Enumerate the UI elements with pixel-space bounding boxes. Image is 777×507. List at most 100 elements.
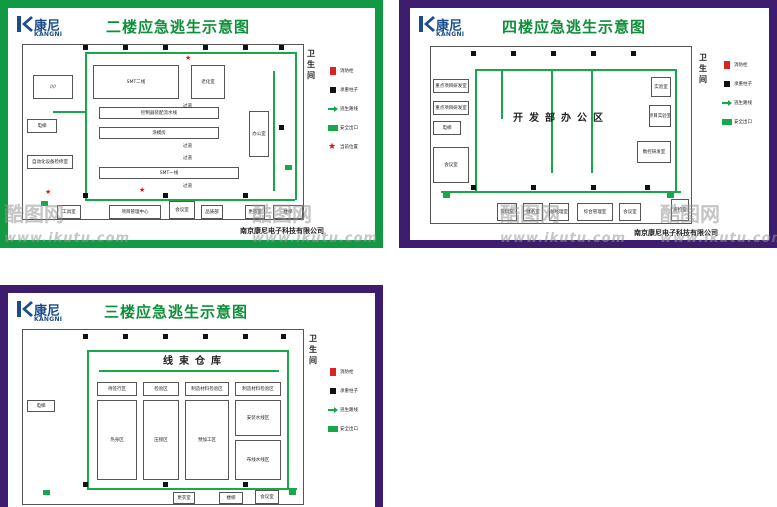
- room-elevator: 电梯: [433, 121, 461, 135]
- legend: 消防栓 承重柱子 逃生路线 安全出口: [328, 367, 366, 443]
- zone-warmup: 热身区: [97, 400, 137, 480]
- floor3-plan: 线束仓库 待签行区 检验区 制造材料检验区 制造材料检验区 热身区 压接区 预加…: [22, 329, 304, 505]
- exit-icon: [328, 125, 338, 131]
- legend: 消防栓 承重柱子 逃生路线 安全出口 ★当前位置: [328, 67, 358, 152]
- exit-icon: [722, 119, 732, 125]
- brand-name-en: KANGNI: [34, 31, 63, 38]
- room-hatched: ////: [33, 75, 73, 99]
- brand-name-cn: 康尼: [436, 19, 463, 34]
- current-position-icon: ★: [45, 188, 52, 196]
- room-ceo: 总经理室: [549, 203, 569, 221]
- fire-hydrant-icon: [330, 368, 336, 376]
- restroom-label: 卫生间: [309, 334, 317, 365]
- zone-wiring-line: 布线水线区: [235, 440, 281, 480]
- escape-route-icon: [722, 100, 732, 106]
- zone-crimping: 压接区: [143, 400, 179, 480]
- room-finance: 财务室: [523, 203, 543, 221]
- room-smt2: SMT二线: [93, 65, 179, 99]
- room-controller-line: 控制器装配流水线: [99, 107, 219, 119]
- zone-assembly-line: 安装水线区: [235, 400, 281, 436]
- kangni-logo-icon: [419, 16, 435, 32]
- floor4-board: 康尼 KANGNI 四楼应急逃生示意图 开发部办公区 重点项目研发室 重点项目研…: [399, 0, 777, 248]
- room-locker: 更衣室: [173, 492, 195, 504]
- brand-name-en: KANGNI: [436, 31, 465, 38]
- room-qc: 质检室: [671, 199, 689, 221]
- room-lab: 实验室: [651, 77, 671, 97]
- fire-hydrant-icon: [330, 67, 336, 75]
- room-stairs: 楼梯: [219, 492, 243, 504]
- exit-sign-icon: [443, 193, 450, 198]
- floor3-board: 康尼 KANGNI 三楼应急逃生示意图 线束仓库 待签行区 检验区 制造材料检验…: [0, 285, 383, 507]
- exit-sign-icon: [41, 201, 48, 206]
- room-smt1: SMT一线: [99, 167, 239, 179]
- floor4-plan: 开发部办公区 重点项目研发室 重点项目研发室 电梯 会议室 实验室 项目实验室 …: [430, 46, 692, 224]
- watermark: 酷图网 www.ikutu.com: [4, 202, 131, 246]
- room-cnc: 数控研发室: [637, 141, 671, 163]
- room-meeting: 会议室: [169, 201, 195, 219]
- floor2-panel: 康尼 KANGNI 二楼应急逃生示意图 SMT二线 老化室 控制器装配流水线 涂…: [8, 8, 375, 240]
- brand-logo: 康尼 KANGNI: [16, 299, 72, 325]
- brand-name-cn: 康尼: [34, 304, 61, 319]
- floor2-title: 二楼应急逃生示意图: [106, 18, 251, 36]
- current-position-icon: ★: [185, 54, 192, 62]
- room-elevator: 电梯: [27, 400, 55, 412]
- company-name: 南京康尼电子科技有限公司: [240, 227, 324, 235]
- room-stairs: 楼梯: [273, 205, 303, 219]
- floor2-plan: SMT二线 老化室 控制器装配流水线 涂模房 SMT一线 办公室 //// 电梯…: [22, 44, 304, 220]
- room-tools: 工具室: [57, 205, 81, 219]
- room-rd1: 重点项目研发室: [433, 79, 469, 93]
- dev-office-area: 开发部办公区: [513, 113, 609, 124]
- brand-logo: 康尼 KANGNI: [16, 14, 72, 40]
- escape-route-icon: [328, 407, 338, 413]
- room-meeting: 会议室: [433, 147, 469, 183]
- pillar-icon: [724, 81, 730, 87]
- star-icon: ★: [328, 142, 337, 152]
- legend: 消防栓 承重柱子 逃生路线 安全出口: [722, 60, 760, 136]
- exit-icon: [328, 426, 338, 432]
- aisle-label: 过道: [183, 104, 192, 109]
- room-archive: 资料室: [497, 203, 517, 221]
- room-quality: 品质部: [201, 205, 223, 219]
- floor2-board: 康尼 KANGNI 二楼应急逃生示意图 SMT二线 老化室 控制器装配流水线 涂…: [0, 0, 383, 248]
- room-admin: 综合管理室: [577, 203, 613, 221]
- floor3-title: 三楼应急逃生示意图: [104, 303, 249, 321]
- exit-sign-icon: [285, 165, 292, 170]
- zone-inspection: 检验区: [143, 382, 179, 396]
- kangni-logo-icon: [17, 16, 33, 32]
- zone-preprocess: 预加工区: [185, 400, 229, 480]
- wire-harness-warehouse: 线束仓库: [163, 356, 227, 367]
- aisle-label: 过道: [183, 184, 192, 189]
- room-rd2: 重点项目研发室: [433, 101, 469, 115]
- room-locker: 更衣室: [245, 205, 265, 219]
- room-coating: 涂模房: [99, 127, 219, 139]
- fire-hydrant-icon: [724, 61, 730, 69]
- brand-name-en: KANGNI: [34, 316, 63, 323]
- brand-name-cn: 康尼: [34, 19, 61, 34]
- floor4-panel: 康尼 KANGNI 四楼应急逃生示意图 开发部办公区 重点项目研发室 重点项目研…: [410, 8, 769, 240]
- watermark: 酷图网 www.ikutu.com: [252, 202, 379, 246]
- zone-material-check-1: 制造材料检验区: [185, 382, 229, 396]
- room-elevator: 电梯: [27, 119, 57, 133]
- room-office: 办公室: [249, 111, 269, 157]
- zone-material-check-2: 制造材料检验区: [235, 382, 281, 396]
- escape-route-icon: [328, 106, 338, 112]
- room-repair: 自动化设备检修室: [27, 155, 73, 169]
- aisle-label: 过道: [183, 156, 192, 161]
- floor4-title: 四楼应急逃生示意图: [502, 18, 647, 36]
- watermark: 酷图网 www.ikutu.com: [500, 202, 627, 246]
- exit-sign-icon: [43, 490, 50, 495]
- exit-sign-icon: [289, 490, 296, 495]
- room-project-lab: 项目实验室: [649, 105, 671, 127]
- zone-pending: 待签行区: [97, 382, 137, 396]
- pillar-icon: [330, 87, 336, 93]
- floor3-panel: 康尼 KANGNI 三楼应急逃生示意图 线束仓库 待签行区 检验区 制造材料检验…: [8, 293, 375, 507]
- restroom-label: 卫生间: [307, 49, 315, 80]
- pillar-icon: [330, 388, 336, 394]
- brand-logo: 康尼 KANGNI: [418, 14, 474, 40]
- room-meeting2: 会议室: [619, 203, 641, 221]
- watermark: 酷图网 www.ikutu.com: [660, 202, 777, 246]
- room-project-center: 项目管理中心: [109, 205, 161, 219]
- exit-sign-icon: [667, 193, 674, 198]
- aisle-label: 过道: [183, 144, 192, 149]
- company-name: 南京康尼电子科技有限公司: [634, 229, 718, 237]
